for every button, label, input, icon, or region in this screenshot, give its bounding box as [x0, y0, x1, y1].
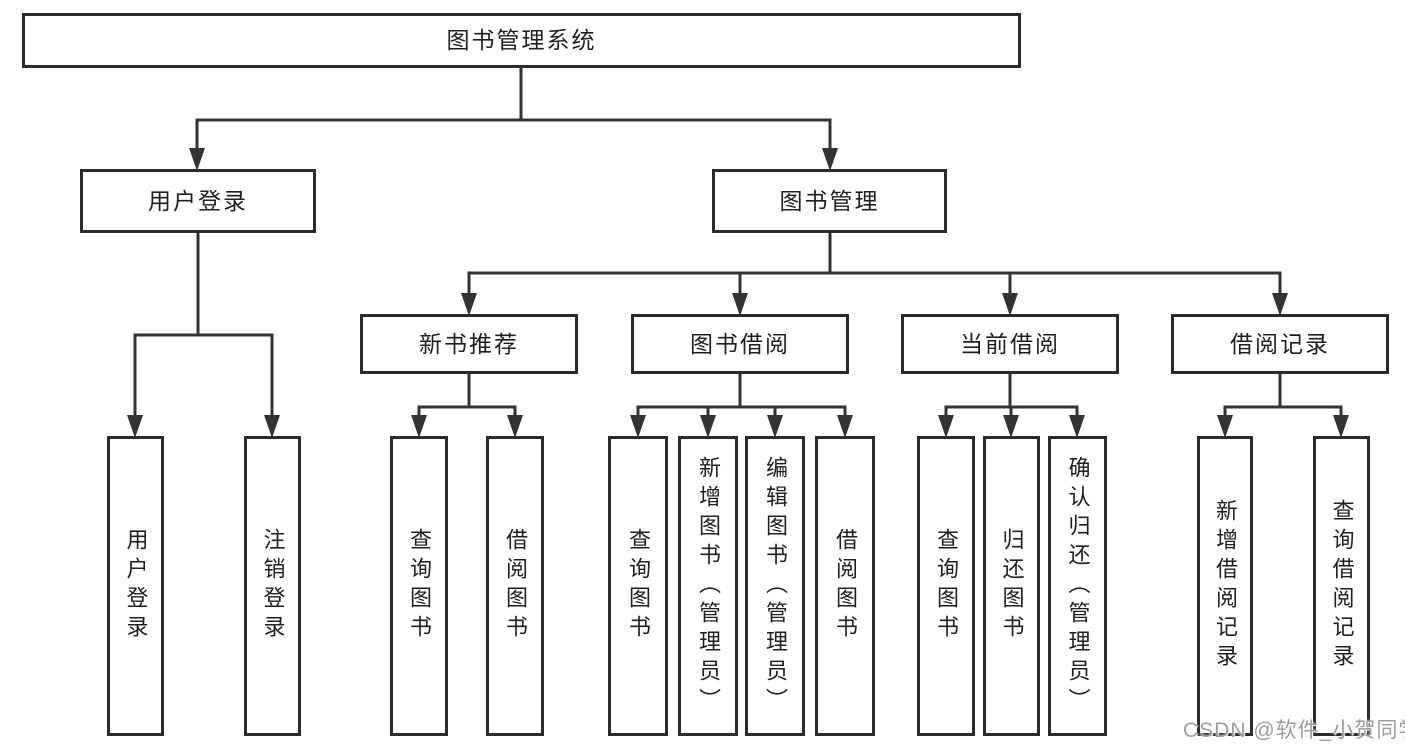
node-user-login: 用户登录	[80, 169, 316, 233]
leaf-confirm-return-admin: 确认归还（管理员）	[1048, 436, 1107, 736]
leaf-add-borrow-record: 新增借阅记录	[1197, 436, 1253, 736]
leaf-logout: 注销登录	[244, 436, 301, 736]
node-library-management-system: 图书管理系统	[22, 13, 1021, 68]
leaf-return-book: 归还图书	[983, 436, 1040, 736]
leaf-edit-book-admin: 编辑图书（管理员）	[745, 436, 805, 736]
leaf-add-book-admin: 新增图书（管理员）	[678, 436, 738, 736]
leaf-query-books-recommend: 查询图书	[390, 436, 448, 736]
leaf-borrow-books-recommend: 借阅图书	[486, 436, 544, 736]
leaf-borrow-books: 借阅图书	[815, 436, 875, 736]
leaf-query-books-current: 查询图书	[917, 436, 975, 736]
node-new-book-recommend: 新书推荐	[360, 314, 578, 374]
leaf-query-borrow-record: 查询借阅记录	[1313, 436, 1370, 736]
arrowheads	[127, 148, 1349, 438]
node-borrow-records: 借阅记录	[1171, 314, 1389, 374]
node-current-borrow: 当前借阅	[901, 314, 1119, 374]
watermark: CSDN @软件_小贺同学	[1183, 719, 1405, 742]
node-book-borrow: 图书借阅	[631, 314, 849, 374]
node-book-management: 图书管理	[712, 169, 947, 233]
leaf-user-login: 用户登录	[107, 436, 164, 736]
leaf-query-books-borrow: 查询图书	[608, 436, 668, 736]
